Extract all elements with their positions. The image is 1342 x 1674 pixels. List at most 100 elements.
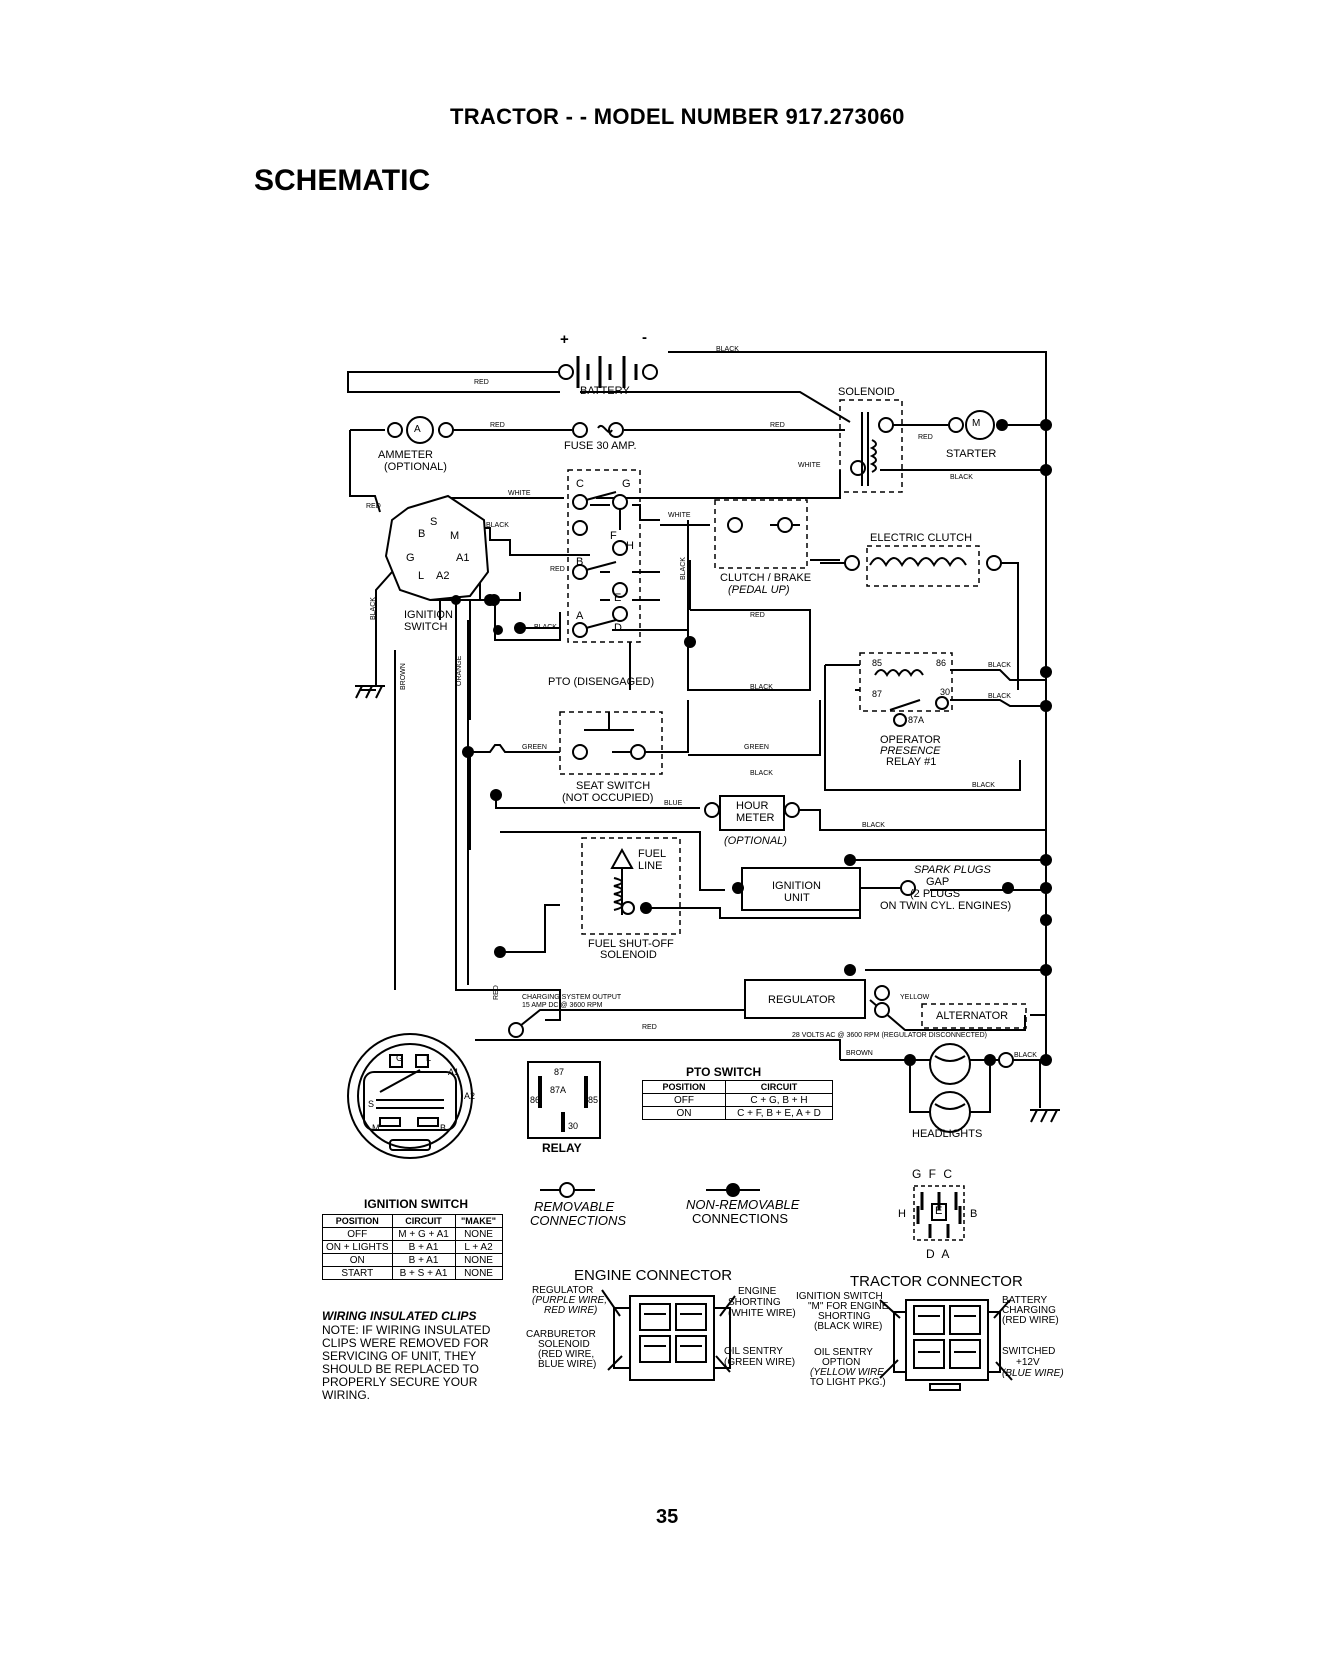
ignition-switch-table: POSITION CIRCUIT "MAKE" OFF M + G + A1 N… [322, 1214, 503, 1280]
hour-meter-optional: (OPTIONAL) [724, 835, 787, 847]
pto-term-e: E [614, 592, 622, 604]
regulator-label: REGULATOR [768, 994, 836, 1006]
engine-right-top: ENGINE SHORTING (WHITE WIRE) [728, 1286, 796, 1319]
pto-col-position: POSITION [642, 1080, 726, 1094]
gfc-top-label: G F C [912, 1167, 954, 1181]
meter-label: METER [736, 812, 775, 824]
clips-line: NOTE: IF WIRING INSULATED [322, 1323, 491, 1337]
table-cell: C + G, B + H [725, 1093, 833, 1107]
clips-note: NOTE: IF WIRING INSULATED CLIPS WERE REM… [322, 1324, 490, 1402]
wire-black-pto: BLACK [534, 624, 557, 631]
table-row: ON C + F, B + E, A + D [642, 1106, 833, 1120]
clips-line: WIRING. [322, 1388, 370, 1402]
relay-legend-87a: 87A [550, 1085, 567, 1095]
fuel-shutoff-label: FUEL SHUT-OFF [588, 938, 674, 950]
table-row: POSITION CIRCUIT [642, 1080, 833, 1094]
ign-table-title: IGNITION SWITCH [364, 1197, 468, 1211]
pto-term-b: B [576, 556, 584, 568]
relay1-label: RELAY #1 [886, 756, 937, 768]
relay-term-86: 86 [936, 658, 947, 668]
pto-term-h: H [626, 540, 634, 552]
relay-legend-label: RELAY [542, 1141, 582, 1155]
table-row: ON + LIGHTS B + A1 L + A2 [322, 1240, 503, 1254]
tractor-label-line: (YELLOW WIRE [810, 1367, 884, 1378]
table-cell: B + A1 [391, 1253, 456, 1267]
pto-table-title: PTO SWITCH [686, 1065, 762, 1079]
pto-disengaged-label: PTO (DISENGAGED) [548, 676, 655, 688]
hour-label: HOUR [736, 800, 769, 812]
engine-left-bottom: CARBURETOR SOLENOID (RED WIRE, BLUE WIRE… [526, 1330, 596, 1370]
tractor-label-line: BATTERY [1002, 1295, 1048, 1306]
relay-term-87a: 87A [908, 715, 925, 725]
alternator-label: ALTERNATOR [936, 1010, 1009, 1022]
wire-red-pto: RED [550, 566, 565, 573]
table-cell: B + S + A1 [391, 1266, 456, 1280]
ignition-switch-label-2: SWITCH [404, 621, 448, 633]
gfc-h-label: H [898, 1208, 906, 1220]
ign-term-l: L [418, 570, 425, 582]
engine-label-line: CARBURETOR [526, 1329, 596, 1340]
pto-col-circuit: CIRCUIT [725, 1080, 833, 1094]
pto-term-g: G [622, 478, 631, 490]
ign-legend-g: G [396, 1053, 404, 1063]
clips-title: WIRING INSULATED CLIPS [322, 1309, 477, 1323]
battery-plus-label: + [560, 331, 569, 348]
ign-legend-a2: A2 [464, 1091, 476, 1101]
engine-label-line: REGULATOR [532, 1285, 594, 1296]
tractor-label-line: OIL SENTRY [814, 1347, 873, 1358]
tractor-label-line: (BLUE WIRE) [1002, 1368, 1064, 1379]
relay-term-85: 85 [872, 658, 883, 668]
tractor-left-top: IGNITION SWITCH "M" FOR ENGINE SHORTING … [796, 1292, 888, 1332]
relay-legend-30: 30 [568, 1121, 579, 1131]
wire-brown-vertical: BROWN [400, 663, 407, 690]
table-row: POSITION CIRCUIT "MAKE" [322, 1214, 503, 1228]
ammeter-optional-label: (OPTIONAL) [384, 461, 447, 473]
wire-orange-vertical: ORANGE [456, 655, 463, 686]
engine-connector-title: ENGINE CONNECTOR [574, 1267, 733, 1284]
relay-legend-87: 87 [554, 1067, 565, 1077]
pto-term-d: D [614, 622, 622, 634]
table-cell: ON + LIGHTS [322, 1240, 393, 1254]
table-row: OFF M + G + A1 NONE [322, 1227, 503, 1241]
engine-label-line: OIL SENTRY [724, 1346, 783, 1357]
electric-clutch-label: ELECTRIC CLUTCH [870, 532, 973, 544]
gap-label: GAP [926, 876, 950, 888]
pedal-up-label: (PEDAL UP) [728, 584, 790, 596]
charging-output-1: CHARGING SYSTEM OUTPUT [522, 994, 622, 1001]
clips-line: SHOULD BE REPLACED TO [322, 1362, 479, 1376]
table-cell: C + F, B + E, A + D [725, 1106, 833, 1120]
wire-red-fuse: RED [490, 422, 505, 429]
engine-label-line: (RED WIRE, [538, 1349, 595, 1360]
engine-label-line: RED WIRE) [544, 1305, 598, 1316]
tractor-left-bottom: OIL SENTRY OPTION (YELLOW WIRE TO LIGHT … [810, 1348, 886, 1388]
clips-line: SERVICING OF UNIT, THEY [322, 1349, 477, 1363]
engine-left-top: REGULATOR (PURPLE WIRE, RED WIRE) [532, 1286, 607, 1316]
table-row: OFF C + G, B + H [642, 1093, 833, 1107]
gfc-bottom-label: D A [926, 1247, 952, 1261]
tractor-right-bottom: SWITCHED +12V (BLUE WIRE) [1002, 1346, 1064, 1379]
tractor-connector-title: TRACTOR CONNECTOR [850, 1273, 1023, 1290]
wire-black-seat: BLACK [750, 770, 773, 777]
engine-label-line: BLUE WIRE) [538, 1359, 597, 1370]
tractor-label-line: CHARGING [1002, 1305, 1056, 1316]
ign-legend-s: S [368, 1099, 375, 1109]
clutch-brake-label: CLUTCH / BRAKE [720, 572, 812, 584]
ignition-unit-label: IGNITION [772, 880, 821, 892]
wire-black-relay-1: BLACK [988, 662, 1011, 669]
ign-term-s: S [430, 516, 438, 528]
tractor-right-top: BATTERY CHARGING (RED WIRE) [1002, 1296, 1059, 1326]
ignition-switch-label: IGNITION [404, 609, 453, 621]
battery-minus-label: - [642, 329, 647, 346]
ign-legend-l: L [426, 1053, 432, 1063]
spark-plugs-label: SPARK PLUGS [914, 864, 991, 876]
wire-red-left: RED [366, 503, 381, 510]
relay-legend-86: 86 [530, 1095, 541, 1105]
ignition-unit-label-2: UNIT [784, 892, 810, 904]
engine-label-line: SOLENOID [538, 1339, 590, 1350]
tractor-label-line: (BLACK WIRE) [814, 1321, 883, 1332]
fuel-solenoid-label: SOLENOID [600, 949, 657, 961]
headlights-label: HEADLIGHTS [912, 1128, 983, 1140]
pto-switch-table: POSITION CIRCUIT OFF C + G, B + H ON C +… [642, 1080, 833, 1120]
page-header: TRACTOR - - MODEL NUMBER 917.273060 [450, 104, 905, 129]
